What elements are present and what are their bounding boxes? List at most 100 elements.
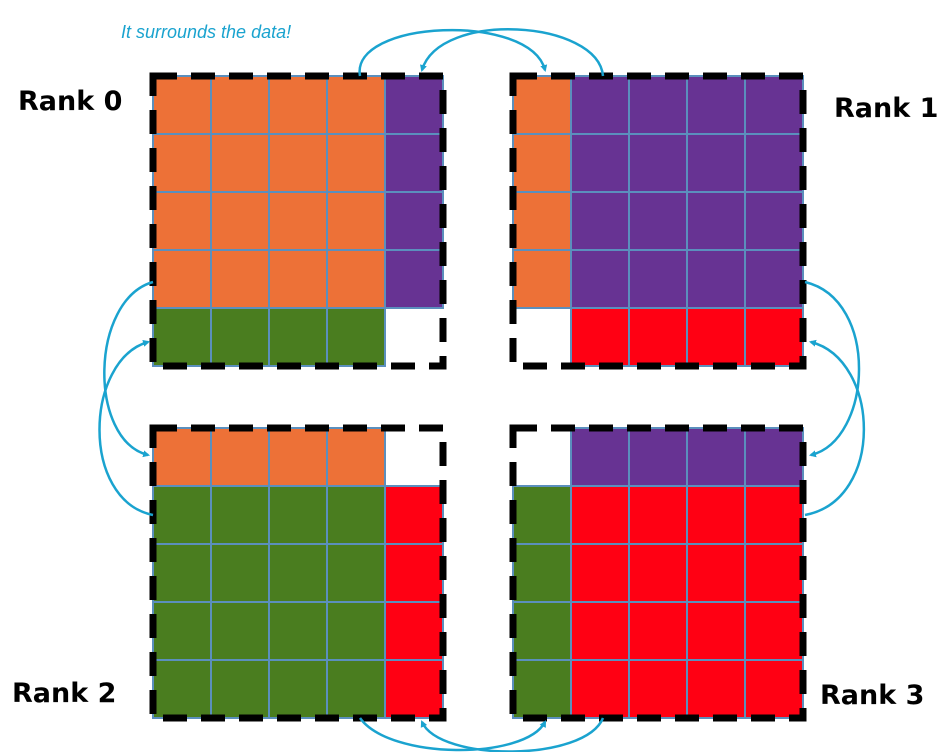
rank-1-cell <box>570 249 630 309</box>
rank-3-cell <box>512 601 572 661</box>
rank-3-cell <box>686 427 746 487</box>
rank-0-cell <box>210 249 270 309</box>
rank-1-cell <box>744 133 804 193</box>
rank-0-cell <box>210 307 270 367</box>
rank-3-cell <box>744 485 804 545</box>
rank-3-cell <box>628 427 688 487</box>
rank-3-cell <box>628 601 688 661</box>
rank-0-cell <box>152 307 212 367</box>
rank-0-cell <box>326 191 386 251</box>
rank-1-cell <box>744 75 804 135</box>
rank-3-cell <box>570 659 630 719</box>
rank-2-cell <box>268 601 328 661</box>
rank-1-cell <box>628 307 688 367</box>
arrow-bottom-2-to-3 <box>358 717 547 752</box>
rank-1-cell <box>744 307 804 367</box>
rank-2-grid <box>149 424 447 722</box>
rank-3-cell <box>686 601 746 661</box>
rank-2-cell <box>210 427 270 487</box>
rank-3-cell <box>570 485 630 545</box>
rank-0-cell <box>384 249 444 309</box>
arrow-bottom-3-to-2 <box>420 717 605 752</box>
rank-3-cell <box>512 485 572 545</box>
rank-3-cell <box>512 659 572 719</box>
rank-0-cell <box>384 75 444 135</box>
rank-2-cell <box>384 659 444 719</box>
rank-0-cell <box>268 191 328 251</box>
rank-3-grid <box>509 424 807 722</box>
rank-0-cell <box>326 307 386 367</box>
rank-0-cell <box>210 133 270 193</box>
arrow-right-1-to-3 <box>804 280 861 458</box>
rank-0-cell <box>268 133 328 193</box>
rank-0-cell <box>384 191 444 251</box>
rank-1-cell <box>570 191 630 251</box>
rank-2-cell <box>384 485 444 545</box>
arrow-top-0-to-1 <box>358 28 548 77</box>
rank-0-cell <box>326 75 386 135</box>
rank-2-cell <box>326 485 386 545</box>
arrow-left-0-to-2 <box>103 280 154 458</box>
rank-3-cell <box>744 427 804 487</box>
arrow-top-1-to-0 <box>420 28 605 77</box>
rank-3-cell <box>686 485 746 545</box>
rank-0-cell <box>268 249 328 309</box>
rank-0-cell <box>268 75 328 135</box>
rank-2-cell <box>152 485 212 545</box>
rank-0-cell <box>210 75 270 135</box>
rank-1-halo-border <box>509 72 807 370</box>
rank-0-cell <box>384 133 444 193</box>
rank-1-cell <box>744 249 804 309</box>
rank-0-cell <box>152 249 212 309</box>
rank-0-cell <box>268 307 328 367</box>
rank-1-cell <box>686 191 746 251</box>
rank-2-cell <box>268 659 328 719</box>
rank-1-grid <box>509 72 807 370</box>
rank-2-cell <box>268 427 328 487</box>
rank-3-cell <box>744 601 804 661</box>
rank-0-cell <box>210 191 270 251</box>
rank-2-cell <box>152 659 212 719</box>
rank-2-cell <box>326 659 386 719</box>
rank-2-cell <box>152 543 212 603</box>
rank-0-cell <box>152 133 212 193</box>
rank-1-cell <box>686 133 746 193</box>
rank-0-cell <box>326 249 386 309</box>
rank-2-label: Rank 2 <box>12 678 117 709</box>
rank-1-cell <box>744 191 804 251</box>
rank-1-cell <box>512 133 572 193</box>
rank-2-cell <box>210 543 270 603</box>
rank-1-cell <box>686 249 746 309</box>
rank-2-cell <box>326 427 386 487</box>
rank-2-cell <box>384 543 444 603</box>
rank-1-cell <box>628 191 688 251</box>
rank-2-cell <box>384 601 444 661</box>
rank-1-cell <box>570 307 630 367</box>
rank-3-label: Rank 3 <box>820 680 925 711</box>
rank-2-cell <box>268 485 328 545</box>
rank-3-cell <box>686 659 746 719</box>
annotation-text: It surrounds the data! <box>121 22 292 42</box>
rank-2-cell <box>152 427 212 487</box>
rank-0-cell <box>152 191 212 251</box>
rank-2-cell <box>152 601 212 661</box>
rank-1-cell <box>570 75 630 135</box>
arrow-right-3-to-1 <box>804 339 866 517</box>
rank-0-cell <box>152 75 212 135</box>
rank-3-halo-border <box>509 424 807 722</box>
rank-2-cell <box>210 485 270 545</box>
rank-3-cell <box>570 543 630 603</box>
rank-3-cell <box>686 543 746 603</box>
rank-2-cell <box>268 543 328 603</box>
rank-2-cell <box>326 543 386 603</box>
rank-1-cell <box>686 307 746 367</box>
rank-3-cell <box>744 659 804 719</box>
rank-0-grid <box>149 72 447 370</box>
rank-1-cell <box>686 75 746 135</box>
rank-1-cell <box>512 249 572 309</box>
rank-1-cell <box>628 133 688 193</box>
rank-3-cell <box>744 543 804 603</box>
rank-2-cell <box>326 601 386 661</box>
rank-3-cell <box>570 601 630 661</box>
